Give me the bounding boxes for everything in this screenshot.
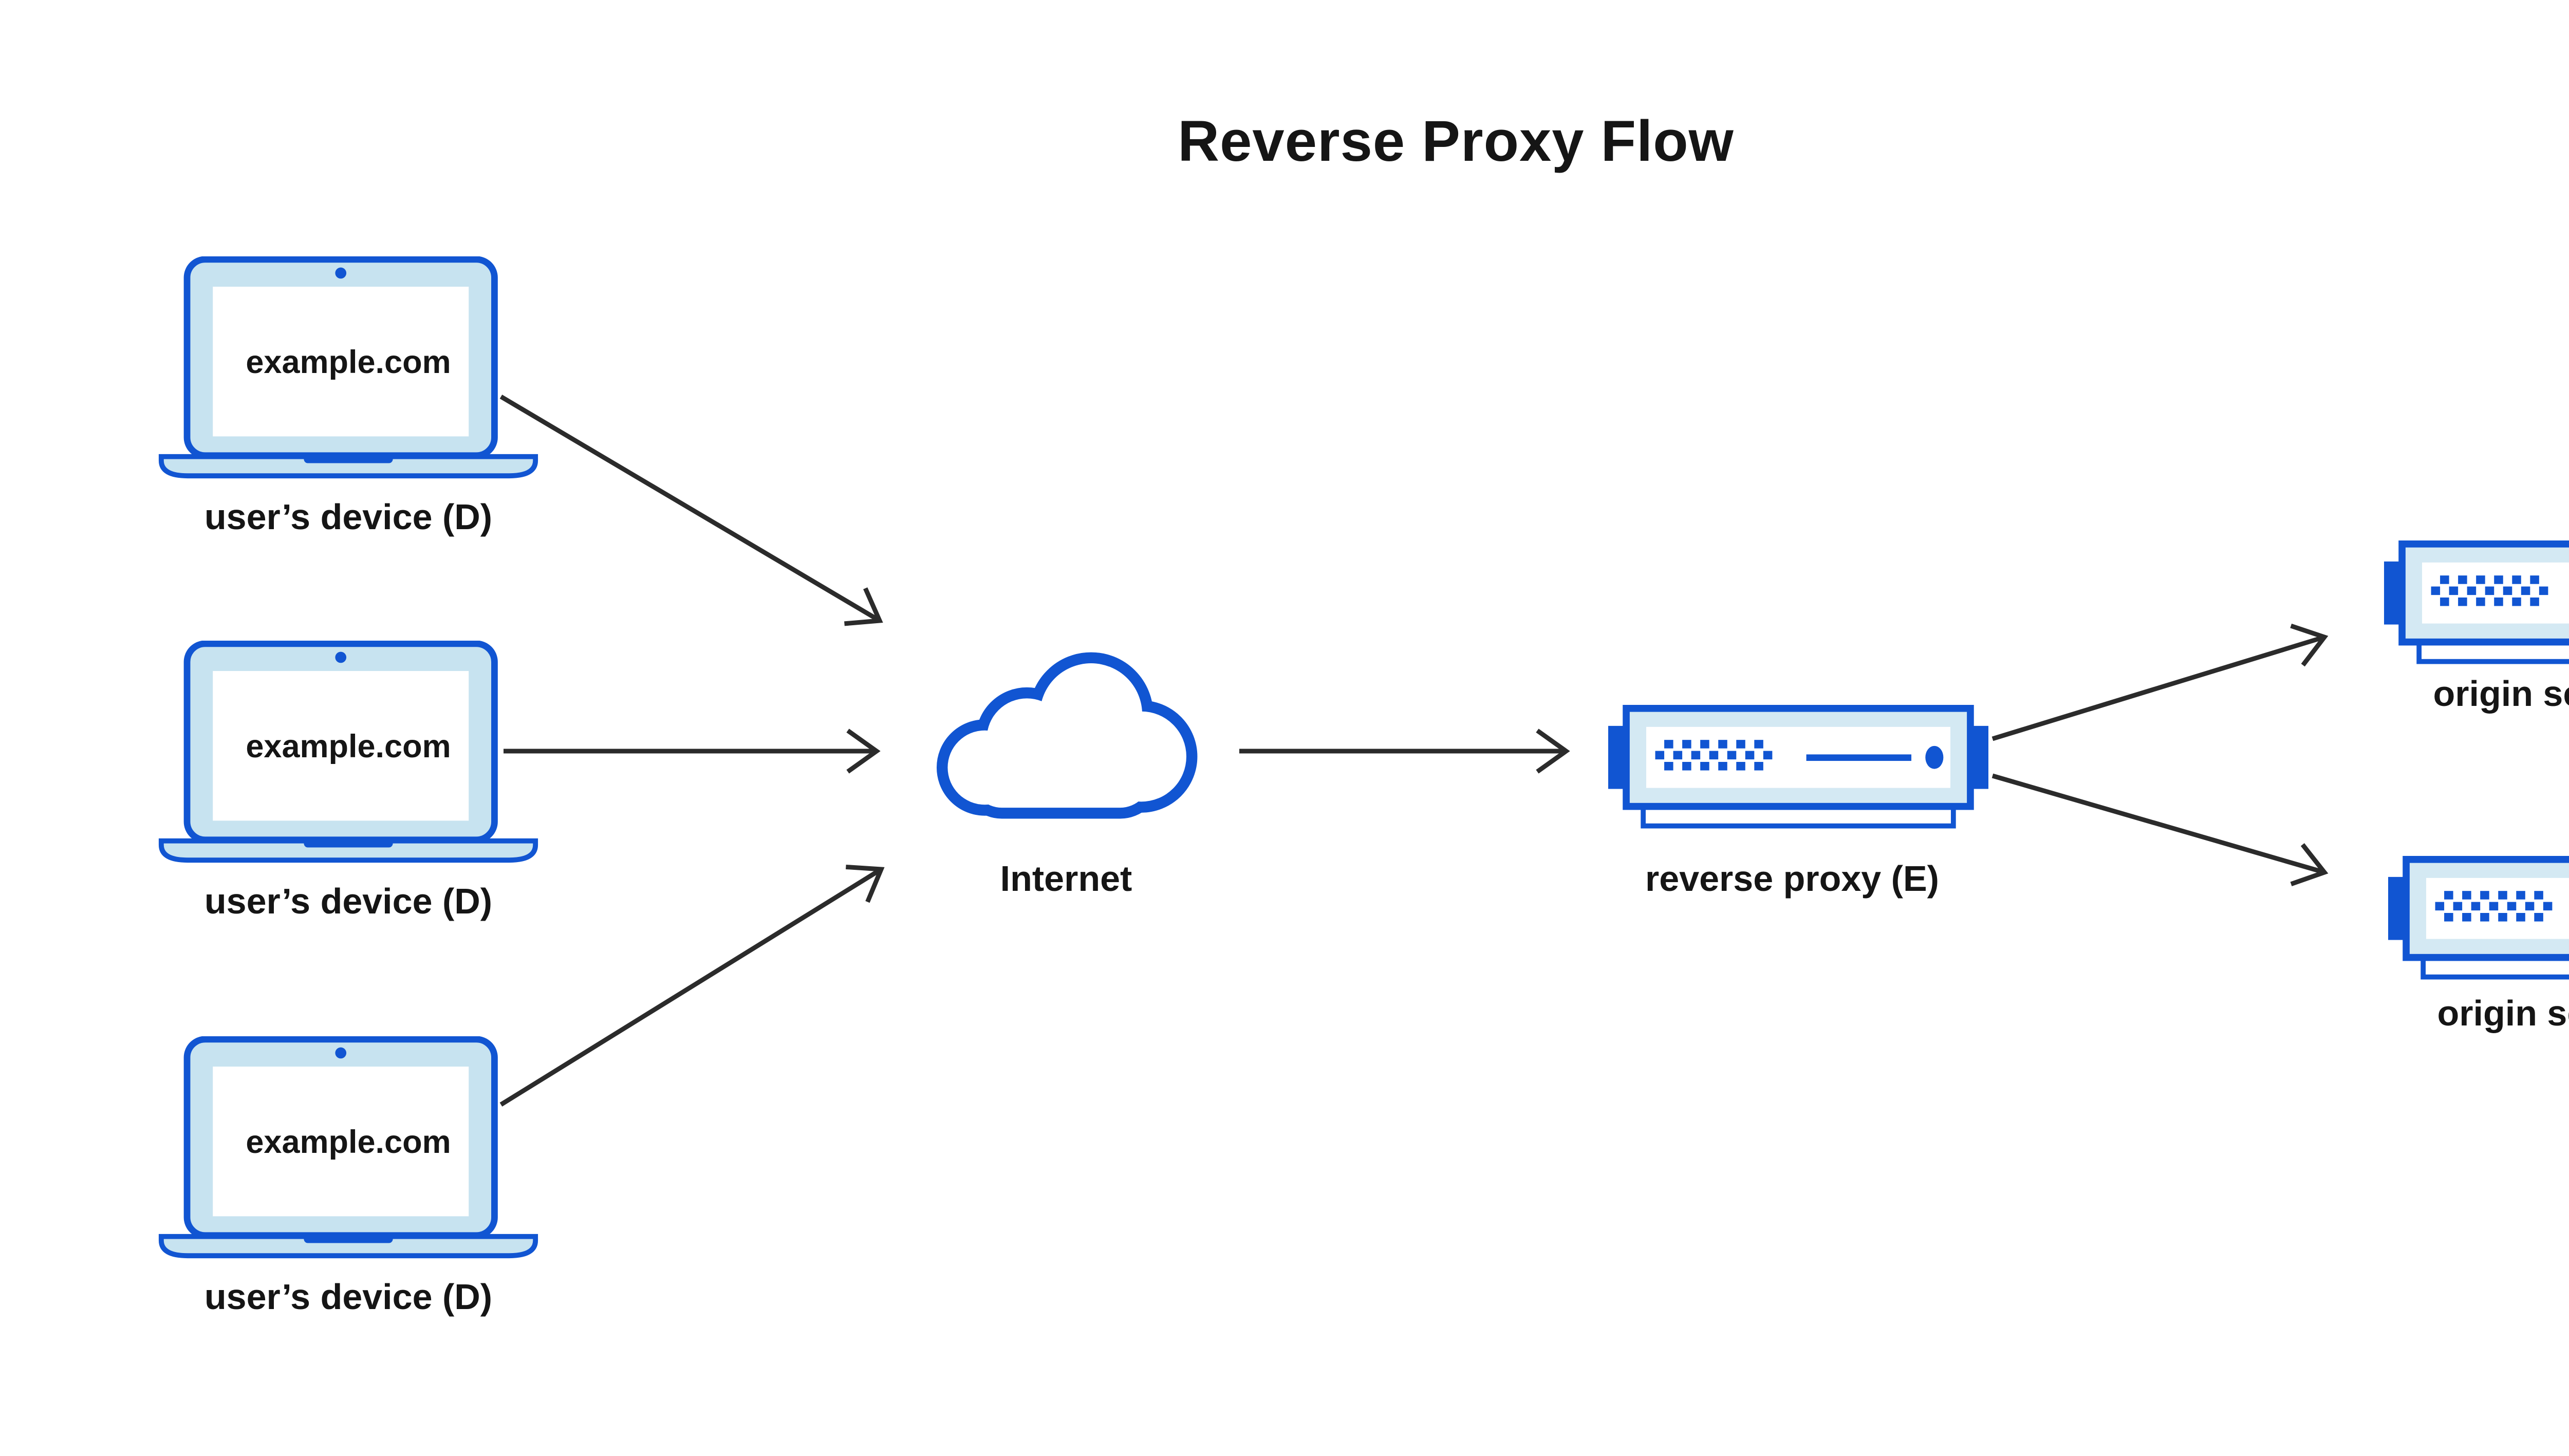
vent-dots xyxy=(2431,575,2548,606)
webcam-dot xyxy=(335,267,347,279)
internet-label: Internet xyxy=(1000,858,1132,899)
origin-server-label: origin server (F) xyxy=(2437,993,2569,1033)
server-power-dot xyxy=(1925,745,1944,769)
origin-server-node-2 xyxy=(2388,856,2569,984)
arrow-proxy-to-origin2 xyxy=(1991,773,2329,887)
laptop-icon xyxy=(158,1036,538,1259)
device-screen-text: example.com xyxy=(246,1124,451,1160)
device-label: user’s device (D) xyxy=(204,881,493,921)
device-label: user’s device (D) xyxy=(204,497,493,537)
origin-server-label: origin server (F) xyxy=(2433,674,2569,714)
laptop-icon xyxy=(158,256,538,479)
internet-node xyxy=(916,643,1206,819)
rack-server-icon xyxy=(1608,705,1988,829)
rack-server-icon xyxy=(2388,856,2569,980)
user-device-node-3 xyxy=(156,1036,541,1259)
laptop-icon xyxy=(158,641,538,863)
webcam-dot xyxy=(335,1047,347,1059)
device-screen-text: example.com xyxy=(246,729,451,764)
vent-dots xyxy=(1655,740,1773,771)
reverse-proxy-node xyxy=(1608,705,1988,833)
cloud-icon xyxy=(936,652,1198,819)
device-label: user’s device (D) xyxy=(204,1277,493,1317)
webcam-dot xyxy=(335,651,347,663)
reverse-proxy-label: reverse proxy (E) xyxy=(1645,858,1939,899)
user-device-node-1 xyxy=(156,256,541,479)
vent-dots xyxy=(2435,891,2553,922)
rack-server-icon xyxy=(2384,540,2569,664)
server-slot-line xyxy=(1806,754,1912,761)
arrow-proxy-to-origin1 xyxy=(1991,623,2329,741)
origin-server-node-1 xyxy=(2384,540,2569,668)
user-device-node-2 xyxy=(156,641,541,863)
diagram-title: Reverse Proxy Flow xyxy=(1178,109,1734,173)
device-screen-text: example.com xyxy=(246,344,451,380)
